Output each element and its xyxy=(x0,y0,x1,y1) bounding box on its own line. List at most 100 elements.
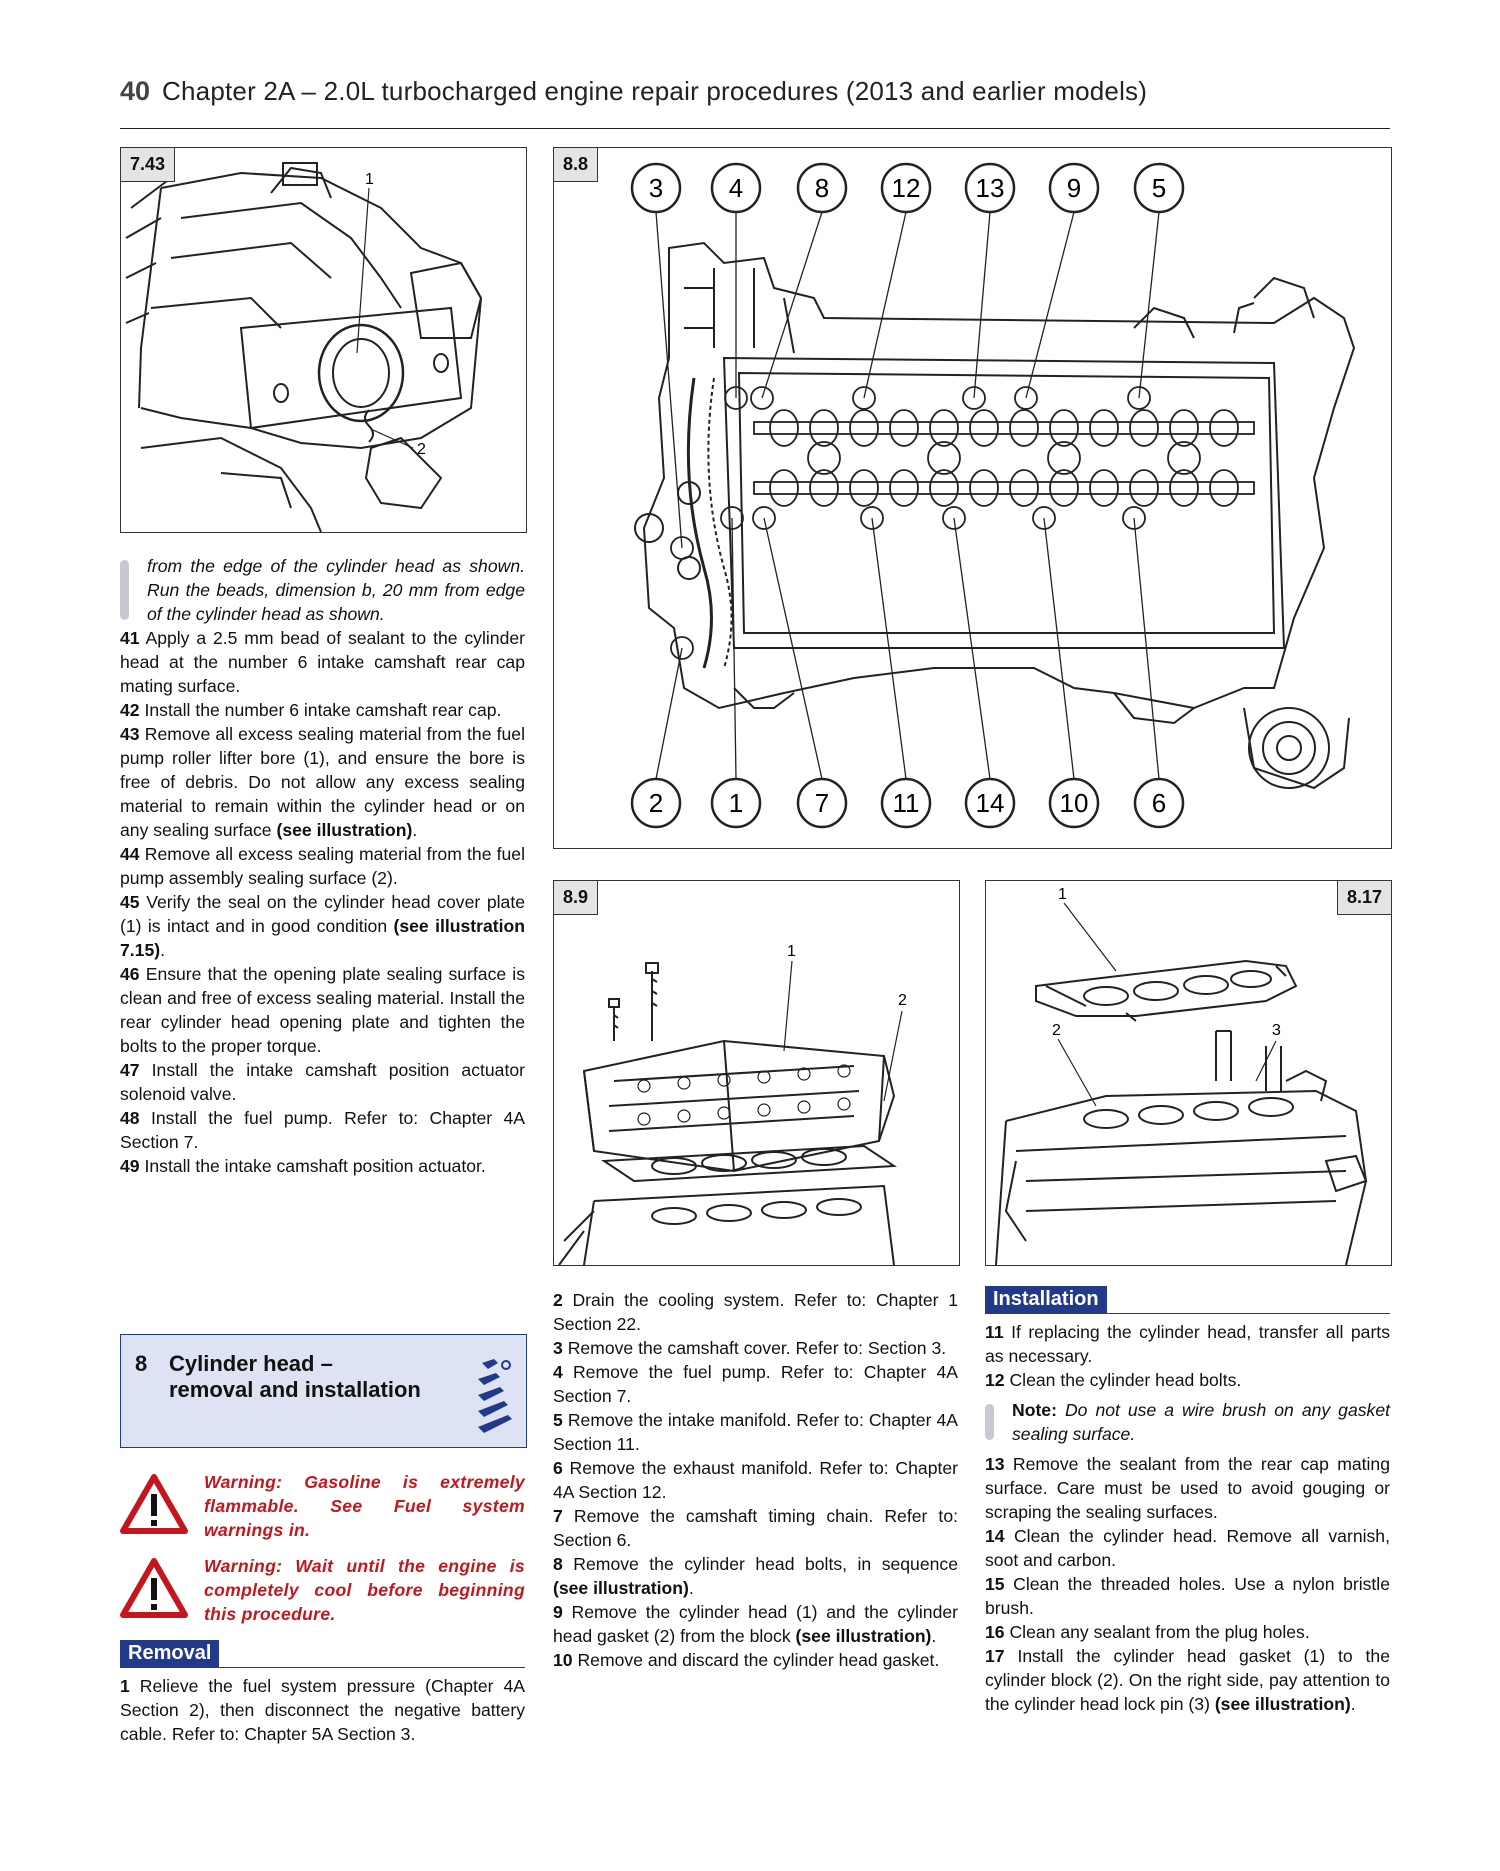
cam-lobe xyxy=(809,469,839,507)
head-bolt xyxy=(1032,506,1056,530)
step-text: Install the intake camshaft position act… xyxy=(120,1060,525,1104)
step-text: Install the fuel pump. Refer to: Chapter… xyxy=(120,1108,525,1152)
step-number: 12 xyxy=(985,1370,1005,1390)
callout-2: 2 xyxy=(898,992,907,1009)
leader-line xyxy=(1133,517,1160,780)
step-3: 3 Remove the camshaft cover. Refer to: S… xyxy=(553,1336,958,1360)
step-8: 8 Remove the cylinder head bolts, in seq… xyxy=(553,1552,958,1600)
step-44: 44 Remove all excess sealing material fr… xyxy=(120,842,525,890)
cam-lobe xyxy=(889,409,919,447)
svg-text:5: 5 xyxy=(1152,173,1166,203)
figure-label: 8.17 xyxy=(1336,881,1391,915)
head-bolt xyxy=(1122,506,1146,530)
svg-text:4: 4 xyxy=(729,173,743,203)
step-text: Remove the cylinder head (1) and the cyl… xyxy=(553,1602,959,1646)
leader-line xyxy=(1138,211,1160,399)
cam-lobe xyxy=(849,409,879,447)
step-45: 45 Verify the seal on the cylinder head … xyxy=(120,890,525,962)
step-number: 42 xyxy=(120,700,140,720)
leader-line xyxy=(1025,211,1075,399)
installation-steps: 11 If replacing the cylinder head, trans… xyxy=(985,1320,1390,1716)
cam-lobe xyxy=(1049,409,1079,447)
callout-1: 1 xyxy=(365,171,374,188)
step-13: 13 Remove the sealant from the rear cap … xyxy=(985,1452,1390,1524)
sequence-number-bottom-2: 7 xyxy=(796,777,848,829)
step-end: . xyxy=(931,1626,937,1646)
step-end: . xyxy=(1350,1694,1356,1714)
step-text: Install the number 6 intake camshaft rea… xyxy=(144,700,502,720)
head-bolt xyxy=(752,506,776,530)
figure-label: 7.43 xyxy=(121,148,176,182)
step-number: 1 xyxy=(120,1676,130,1696)
head-bolt xyxy=(750,386,774,410)
step-number: 49 xyxy=(120,1156,140,1176)
note-continuation: from the edge of the cylinder head as sh… xyxy=(120,554,525,626)
step-17: 17 Install the cylinder head gasket (1) … xyxy=(985,1644,1390,1716)
head-gasket-installation-drawing: 1 2 3 xyxy=(995,886,1368,1265)
sequence-number-top-2: 8 xyxy=(796,162,848,214)
sequence-number-bottom-1: 1 xyxy=(710,777,762,829)
svg-text:6: 6 xyxy=(1152,788,1166,818)
cam-lobe xyxy=(1209,409,1239,447)
callout-1: 1 xyxy=(1058,886,1067,903)
step-text: Install the cylinder head gasket (1) to … xyxy=(985,1646,1391,1714)
step-text: Clean the cylinder head bolts. xyxy=(1009,1370,1242,1390)
section-title: Cylinder head – removal and installation xyxy=(169,1351,421,1402)
spark-plug-hole xyxy=(1167,441,1201,475)
figure-8-9: 8.9 1 2 xyxy=(553,880,960,1266)
cam-lobe xyxy=(1089,409,1119,447)
spark-plug-hole xyxy=(807,441,841,475)
step-number: 5 xyxy=(553,1410,563,1430)
sequence-number-top-4: 13 xyxy=(964,162,1016,214)
installation-rule xyxy=(985,1313,1390,1314)
step-text: Verify the seal on the cylinder head cov… xyxy=(120,892,525,936)
head-bolt xyxy=(852,386,876,410)
left-steps: 41 Apply a 2.5 mm bead of sealant to the… xyxy=(120,626,525,1178)
step-text: Relieve the fuel system pressure (Chapte… xyxy=(120,1676,525,1744)
sequence-number-bottom-0: 2 xyxy=(630,777,682,829)
step-text: Clean the cylinder head. Remove all varn… xyxy=(985,1526,1390,1570)
svg-text:12: 12 xyxy=(892,173,921,203)
spark-plug-hole xyxy=(1047,441,1081,475)
cam-lobe xyxy=(1209,469,1239,507)
step-14: 14 Clean the cylinder head. Remove all v… xyxy=(985,1524,1390,1572)
wrench-difficulty-icon xyxy=(478,1359,512,1433)
head-bolt xyxy=(942,506,966,530)
leader-line xyxy=(871,517,907,780)
cam-lobe xyxy=(769,409,799,447)
step-4: 4 Remove the fuel pump. Refer to: Chapte… xyxy=(553,1360,958,1408)
leader-line xyxy=(863,211,907,399)
step-number: 2 xyxy=(553,1290,563,1310)
figure-8-17: 8.17 1 2 3 xyxy=(985,880,1392,1266)
step-number: 3 xyxy=(553,1338,563,1358)
fuel-pump-bore-drawing: 1 2 xyxy=(125,162,483,532)
step-number: 8 xyxy=(553,1554,563,1574)
step-end: . xyxy=(688,1578,694,1598)
step-text: If replacing the cylinder head, transfer… xyxy=(985,1322,1390,1366)
cam-lobe xyxy=(889,469,919,507)
step-text: Drain the cooling system. Refer to: Chap… xyxy=(553,1290,958,1334)
section-number: 8 xyxy=(135,1351,148,1376)
cam-lobe xyxy=(969,409,999,447)
sequence-number-top-0: 3 xyxy=(630,162,682,214)
svg-text:9: 9 xyxy=(1067,173,1081,203)
step-number: 48 xyxy=(120,1108,140,1128)
head-bolt xyxy=(1127,386,1151,410)
sequence-number-bottom-6: 6 xyxy=(1133,777,1185,829)
figure-label: 8.9 xyxy=(554,881,599,915)
step-42: 42 Install the number 6 intake camshaft … xyxy=(120,698,525,722)
illustration-ref: (see illustration) xyxy=(795,1626,932,1646)
cam-lobe xyxy=(1009,469,1039,507)
step-number: 13 xyxy=(985,1454,1005,1474)
step-46: 46 Ensure that the opening plate sealing… xyxy=(120,962,525,1058)
leader-line xyxy=(761,211,823,399)
callout-2: 2 xyxy=(1052,1022,1061,1039)
step-15: 15 Clean the threaded holes. Use a nylon… xyxy=(985,1572,1390,1620)
step-number: 47 xyxy=(120,1060,140,1080)
callout-1: 1 xyxy=(787,943,796,960)
head-bolt xyxy=(860,506,884,530)
svg-text:10: 10 xyxy=(1060,788,1089,818)
head-bolt xyxy=(962,386,986,410)
svg-text:2: 2 xyxy=(649,788,663,818)
